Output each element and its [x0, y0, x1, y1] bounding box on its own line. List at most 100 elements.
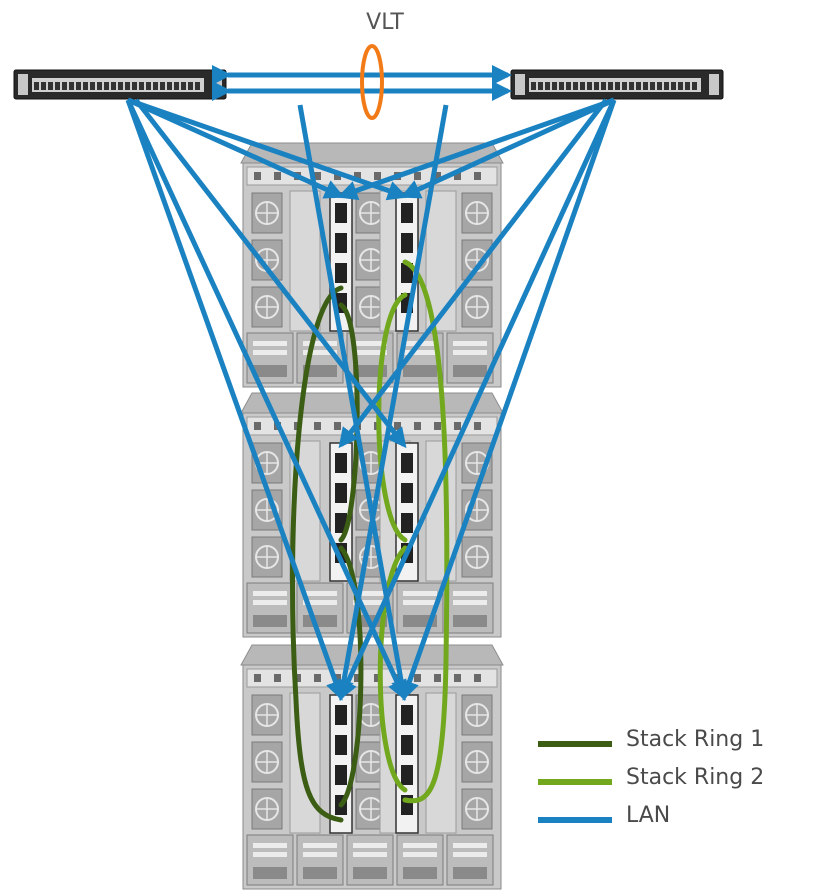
lan-link-left	[125, 99, 346, 701]
psu-vent	[353, 852, 387, 857]
blade-chassis	[240, 644, 504, 890]
legend-swatch-lan	[538, 817, 612, 823]
slot-led	[474, 422, 481, 430]
switch-port	[559, 82, 564, 90]
lan-link-right	[337, 97, 615, 201]
slot-led	[274, 674, 281, 682]
switch-port	[76, 82, 81, 90]
switch-port	[678, 82, 683, 90]
io-port	[335, 483, 347, 503]
psu-handle	[303, 615, 337, 627]
switch-port	[636, 82, 641, 90]
psu-handle	[403, 867, 437, 879]
switch-port	[657, 82, 662, 90]
io-port	[335, 513, 347, 533]
switch-port	[671, 82, 676, 90]
switch-port	[153, 82, 158, 90]
slot-led	[354, 674, 361, 682]
switch-port	[594, 82, 599, 90]
psu-vent	[303, 843, 337, 848]
io-port	[335, 705, 347, 725]
legend-label-stack-ring-2: Stack Ring 2	[626, 765, 765, 790]
switch-port	[650, 82, 655, 90]
switch-port	[167, 82, 172, 90]
io-port	[401, 735, 413, 755]
switch-port	[195, 82, 200, 90]
switch-port	[615, 82, 620, 90]
switch-port	[125, 82, 130, 90]
switch-port	[566, 82, 571, 90]
switch-port	[622, 82, 627, 90]
legend-label-lan: LAN	[626, 803, 671, 828]
lan-layer	[125, 44, 617, 701]
psu-vent	[253, 600, 287, 605]
rack-ear	[515, 74, 525, 95]
psu-handle	[253, 365, 287, 377]
lan-link-left	[134, 98, 407, 449]
slot-led	[314, 422, 321, 430]
slot-led	[354, 172, 361, 180]
switch-port	[552, 82, 557, 90]
psu-vent	[453, 852, 487, 857]
psu-vent	[303, 852, 337, 857]
psu-vent	[303, 341, 337, 346]
switch-port	[545, 82, 550, 90]
switch-port	[580, 82, 585, 90]
psu-handle	[353, 867, 387, 879]
switch-port	[608, 82, 613, 90]
switch-port	[538, 82, 543, 90]
slot-led	[434, 172, 441, 180]
io-port	[401, 765, 413, 785]
slot-led	[314, 172, 321, 180]
switch-port	[34, 82, 39, 90]
stack-ring-2-outer	[402, 259, 450, 804]
switch-port	[41, 82, 46, 90]
switch-port	[188, 82, 193, 90]
psu-vent	[403, 350, 437, 355]
slot-led	[334, 674, 341, 682]
io-port	[401, 233, 413, 253]
lan-link-right	[399, 99, 617, 701]
switch-port	[160, 82, 165, 90]
slot-led	[434, 422, 441, 430]
slot-led	[414, 674, 421, 682]
vlt-label: VLT	[366, 10, 404, 35]
switch-port	[111, 82, 116, 90]
blade-bay	[289, 190, 321, 332]
vlt-ring-icon	[360, 44, 384, 120]
slot-led	[414, 422, 421, 430]
slot-led	[454, 172, 461, 180]
io-port	[401, 513, 413, 533]
lan-link-left	[127, 97, 408, 201]
slot-led	[474, 674, 481, 682]
slot-led	[434, 674, 441, 682]
switch-port	[69, 82, 74, 90]
switch-port	[601, 82, 606, 90]
psu-vent	[253, 341, 287, 346]
slot-led	[254, 422, 261, 430]
blade-chassis	[240, 142, 504, 388]
switch-port	[55, 82, 60, 90]
legend-swatch-stack-ring-2	[538, 779, 612, 785]
switch-port	[629, 82, 634, 90]
switch-port	[62, 82, 67, 90]
psu-vent	[353, 591, 387, 596]
switch-port	[174, 82, 179, 90]
switch-layer	[13, 69, 724, 100]
slot-led	[414, 172, 421, 180]
switch-port	[104, 82, 109, 90]
slot-led	[474, 172, 481, 180]
rack-ear	[18, 74, 28, 95]
lan-link-left	[126, 97, 345, 199]
switch-port	[90, 82, 95, 90]
psu-vent	[353, 843, 387, 848]
psu-vent	[453, 341, 487, 346]
stack-ring-2-seg2	[377, 545, 408, 793]
psu-vent	[303, 591, 337, 596]
psu-vent	[353, 341, 387, 346]
slot-led	[374, 674, 381, 682]
rack-ear	[212, 74, 222, 95]
switch-port	[587, 82, 592, 90]
slot-led	[334, 422, 341, 430]
